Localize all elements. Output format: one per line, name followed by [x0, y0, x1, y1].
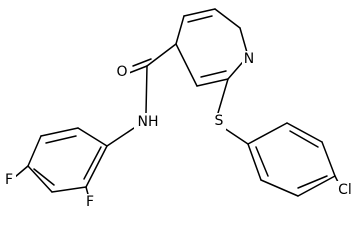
bond — [175, 43, 198, 87]
bond — [45, 135, 77, 144]
bond — [77, 127, 108, 147]
bond — [217, 78, 229, 114]
bond — [289, 130, 319, 148]
chlorine-text: Cl — [338, 182, 352, 198]
bond — [145, 65, 148, 114]
bond — [51, 186, 87, 193]
amide-nh-text: NH — [138, 114, 159, 130]
bond — [175, 15, 185, 45]
fluorine-ortho-text: F — [86, 194, 94, 210]
bond — [106, 127, 135, 147]
oxygen-text: O — [116, 64, 127, 80]
oxygen-label: O — [114, 64, 130, 80]
sulfur-text: S — [215, 113, 224, 129]
fluorine-para-label: F — [2, 172, 16, 189]
molecule-diagram: O N NH S Cl F — [2, 8, 357, 210]
bond — [297, 175, 328, 189]
bond — [200, 70, 227, 78]
chlorine-label: Cl — [333, 181, 357, 199]
bond — [223, 127, 249, 145]
bond — [187, 15, 213, 23]
atom-labels: O N NH S Cl F — [2, 51, 357, 210]
bond — [297, 175, 336, 197]
bond — [14, 165, 29, 178]
bond — [321, 141, 336, 177]
bond — [255, 146, 269, 177]
bond — [146, 43, 177, 67]
bond — [132, 58, 152, 67]
bond — [214, 8, 241, 29]
ring-nitrogen-label: N — [242, 51, 256, 67]
bond — [247, 122, 288, 145]
bond — [247, 143, 262, 181]
bond — [27, 165, 53, 193]
bond — [260, 179, 299, 197]
sulfur-label: S — [212, 113, 226, 130]
bond — [128, 65, 148, 74]
fluorine-ortho-label: F — [83, 194, 97, 210]
bond — [27, 135, 42, 167]
ring-nitrogen-text: N — [244, 51, 254, 67]
bond — [40, 127, 79, 137]
bonds — [14, 8, 340, 199]
bond — [183, 8, 216, 17]
bond — [286, 122, 323, 143]
structure-canvas: O N NH S Cl F — [2, 8, 357, 210]
bond — [85, 145, 108, 188]
bond — [33, 168, 55, 186]
fluorine-para-text: F — [5, 172, 13, 188]
bond — [196, 78, 229, 87]
bond — [83, 146, 102, 180]
amide-nh-label: NH — [134, 113, 162, 131]
